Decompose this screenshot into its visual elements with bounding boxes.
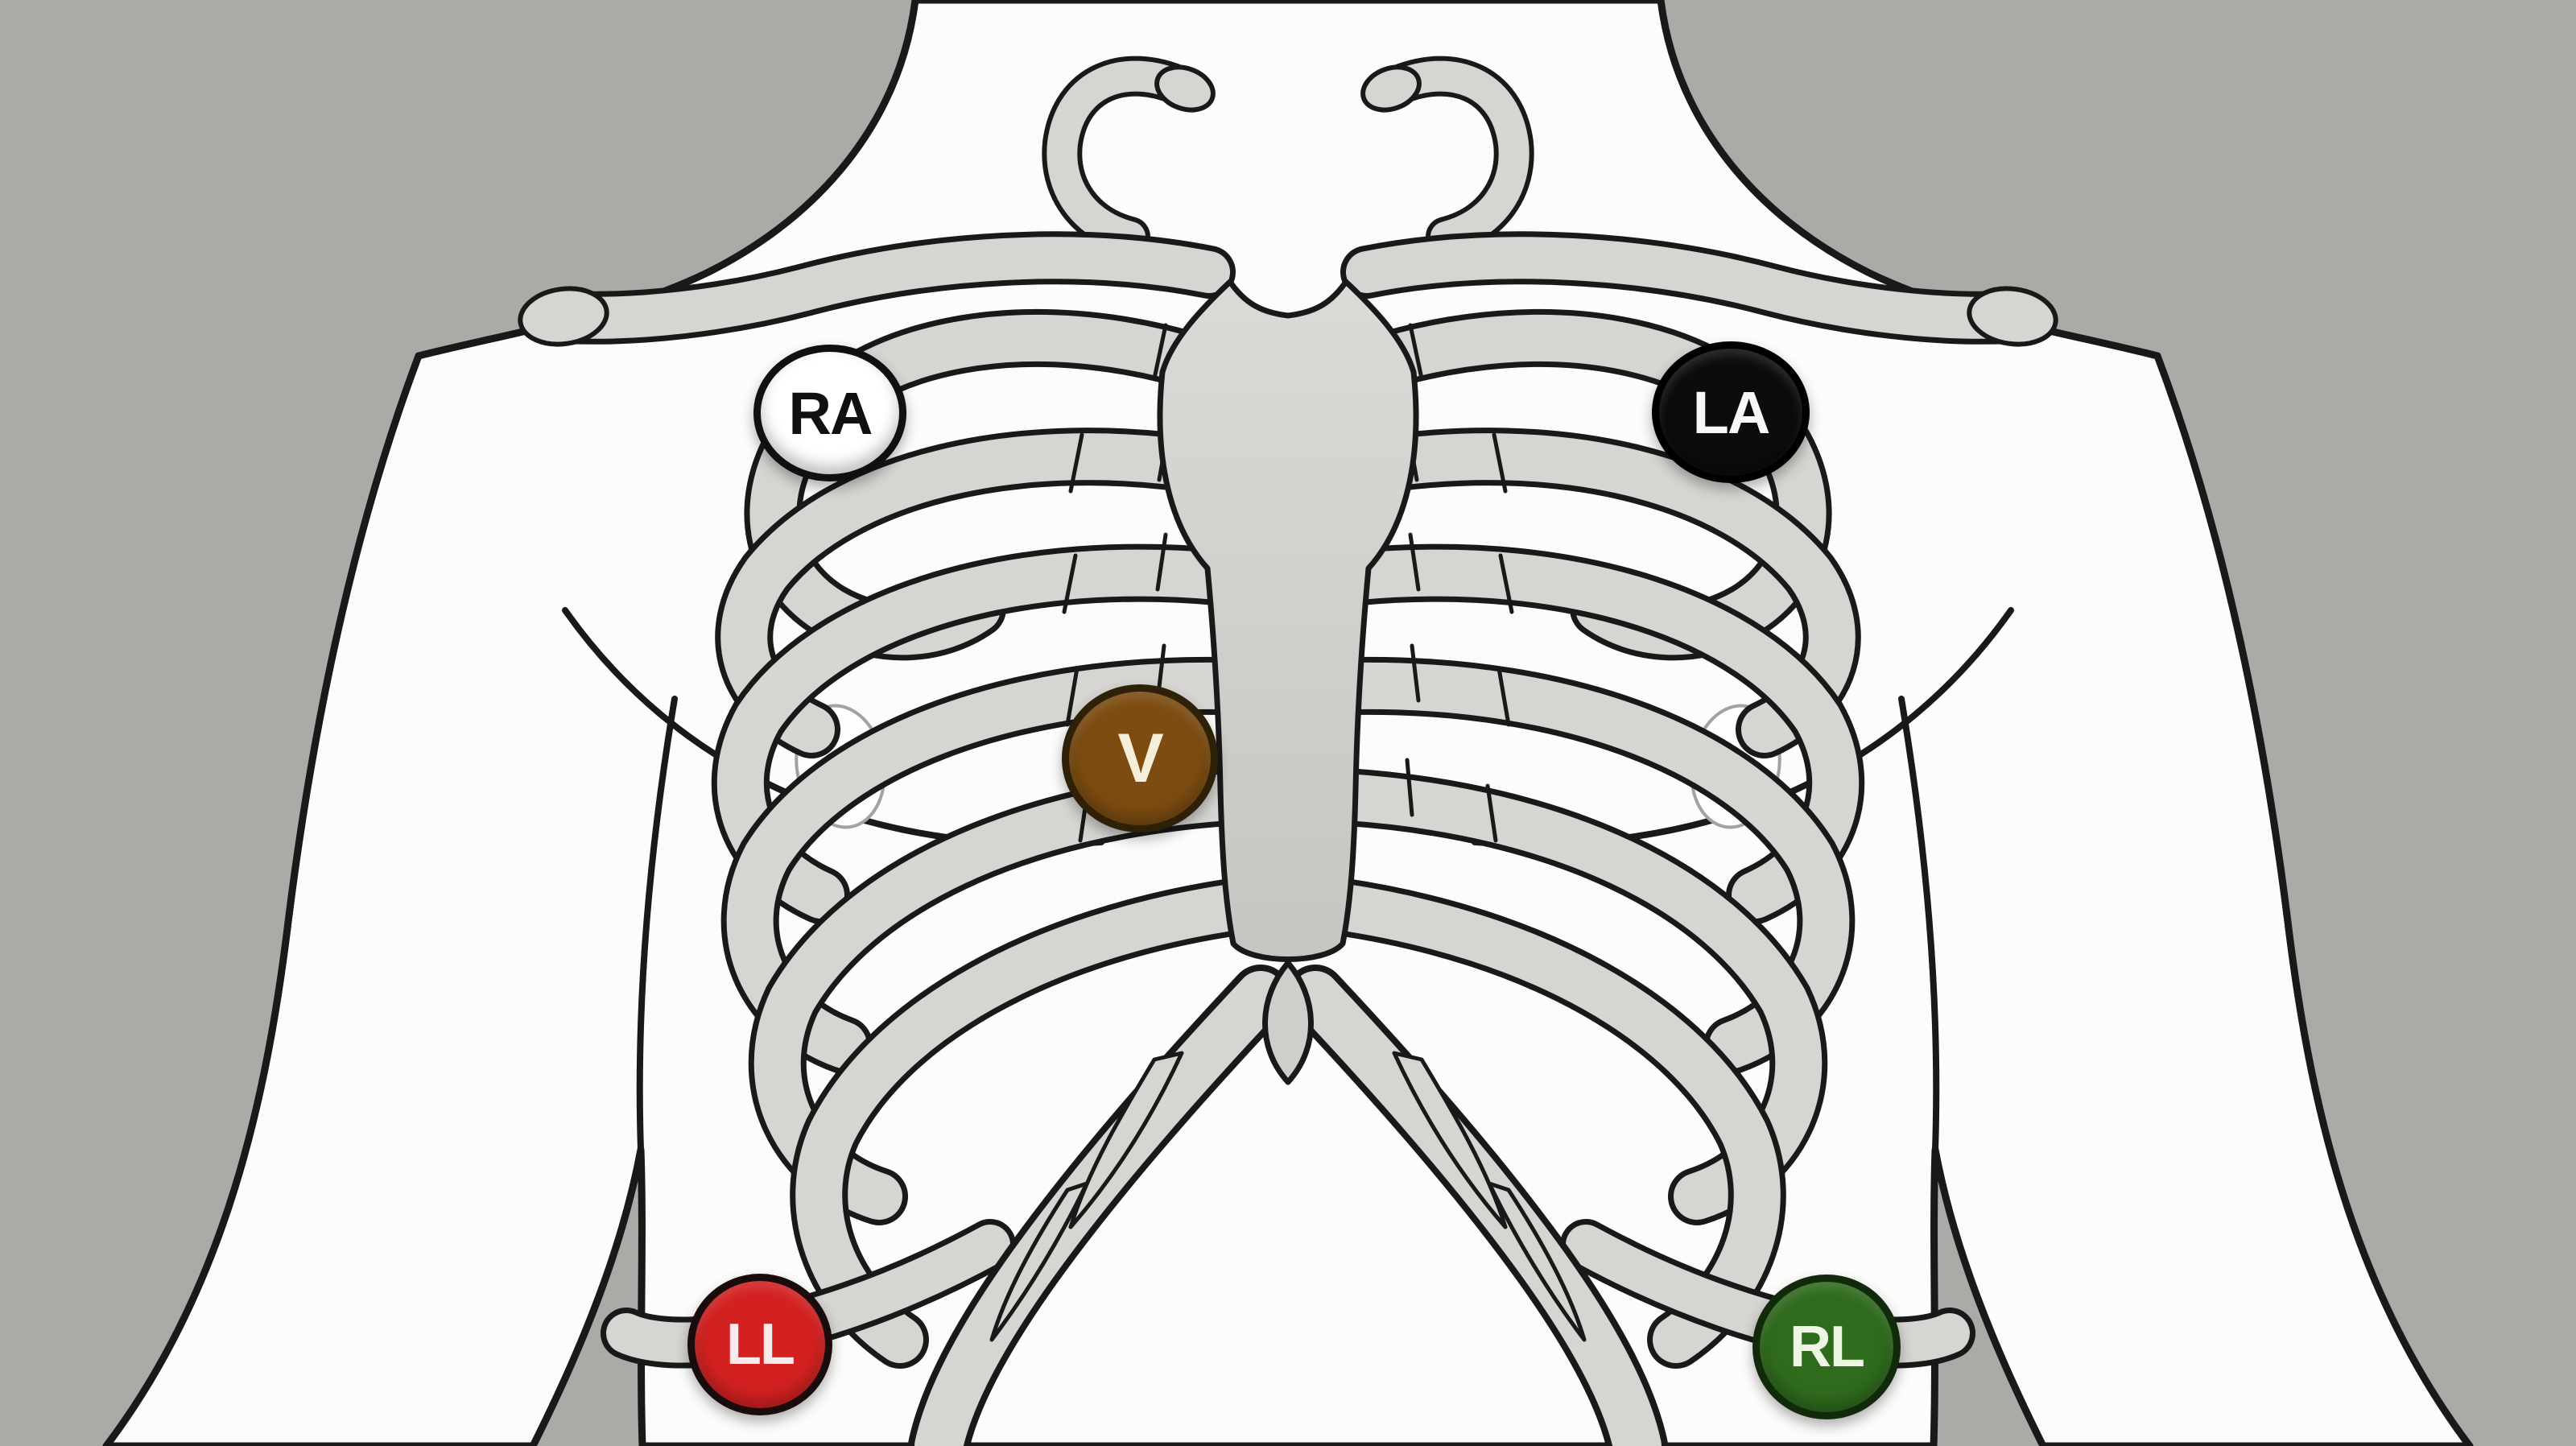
electrode-rl: RL [1752, 1275, 1901, 1419]
electrode-v: V [1062, 684, 1218, 832]
electrode-ra: RA [753, 345, 906, 481]
electrode-v-label: V [1117, 719, 1163, 797]
electrode-rl-label: RL [1790, 1315, 1865, 1379]
electrode-ll: LL [687, 1274, 832, 1415]
electrode-la-label: LA [1692, 378, 1771, 446]
xiphoid-process [1262, 960, 1314, 1085]
electrode-ra-label: RA [788, 379, 873, 447]
electrode-ll-label: LL [726, 1312, 795, 1377]
electrode-la: LA [1652, 341, 1810, 483]
sternum [1157, 279, 1419, 962]
